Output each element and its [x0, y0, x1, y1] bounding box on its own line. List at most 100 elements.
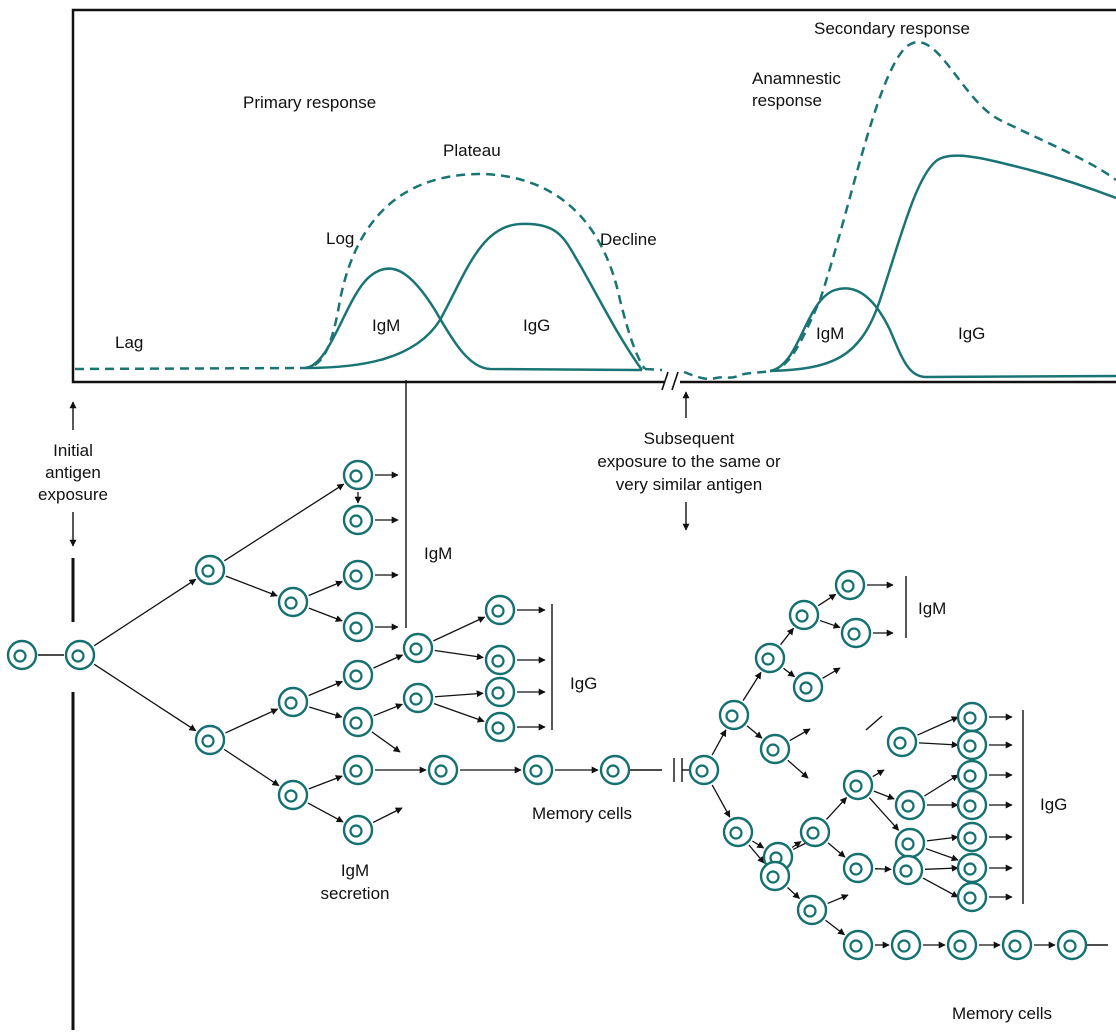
- graph-frame: [71, 8, 1116, 384]
- arrow-icon: [817, 593, 837, 607]
- plasma-cell-icon: [277, 686, 309, 718]
- antibody-brackets: [405, 380, 1024, 904]
- plasma-cell-icon: [788, 599, 820, 631]
- arrow-icon: [742, 671, 762, 701]
- igm-secondary-label: IgM: [816, 324, 844, 343]
- arrow-icon: [223, 748, 280, 787]
- arrow-icon: [371, 731, 401, 753]
- plasma-cell-icon: [842, 929, 874, 961]
- plasma-cell-icon: [277, 779, 309, 811]
- plasma-cell-icon: [956, 759, 988, 791]
- plasma-cell-icon: [342, 559, 374, 591]
- igg-primary-curve: [304, 222, 644, 371]
- plasma-cell-icon: [484, 644, 516, 676]
- arrow-icon: [925, 848, 959, 862]
- secondary-igm-label: IgM: [918, 599, 946, 618]
- plasma-cell-icon: [759, 860, 791, 892]
- plasma-cell-icon: [342, 754, 374, 786]
- cell-population: [6, 459, 1088, 961]
- initial-exposure-line3: exposure: [38, 485, 108, 504]
- igm-secondary-curve: [769, 287, 1116, 379]
- primary-total-dashed-curve: [74, 172, 647, 371]
- arrow-icon: [917, 716, 959, 736]
- arrow-icon: [433, 616, 486, 642]
- plasma-cell-icon: [956, 852, 988, 884]
- plasma-cell-icon: [796, 894, 828, 926]
- plasma-cell-icon: [522, 754, 554, 786]
- subsequent-exposure-marker: Subsequent exposure to the same or very …: [597, 391, 781, 531]
- arrow-icon: [373, 654, 404, 669]
- plasma-cell-icon: [342, 611, 374, 643]
- igm-primary-curve: [304, 267, 643, 372]
- plasma-cell-icon: [834, 569, 866, 601]
- decline-label: Decline: [600, 230, 657, 249]
- arrow-icon: [711, 729, 727, 756]
- arrow-icon: [434, 649, 484, 661]
- arrow-icon: [309, 706, 343, 719]
- arrow-icon: [924, 864, 959, 872]
- plasma-cell-icon: [842, 769, 874, 801]
- arrow-icon: [308, 775, 343, 790]
- plasma-cell-icon: [892, 854, 924, 886]
- anamnestic-label-line1: Anamnestic: [752, 69, 841, 88]
- plasma-cell-icon: [886, 726, 918, 758]
- arrow-icon: [787, 887, 800, 899]
- plateau-label: Plateau: [443, 141, 501, 160]
- lag-label: Lag: [115, 333, 143, 352]
- arrow-icon: [711, 784, 731, 818]
- arrow-icon: [93, 663, 197, 732]
- secondary-total-dashed-curve: [769, 40, 1116, 373]
- anamnestic-label-line2: response: [752, 91, 822, 110]
- plasma-cell-icon: [342, 504, 374, 536]
- secondary-memory-label: Memory cells: [952, 1004, 1052, 1023]
- arrow-icon: [308, 607, 343, 622]
- response-graph: Primary response Plateau Log Decline Lag…: [71, 8, 1116, 391]
- arrow-icon: [825, 797, 848, 820]
- axis-break-icon: [661, 371, 679, 391]
- plasma-cell-icon: [342, 459, 374, 491]
- plasma-cell-icon: [946, 929, 978, 961]
- arrow-icon: [822, 667, 841, 679]
- plasma-cell-icon: [484, 594, 516, 626]
- plasma-cell-icon: [840, 617, 872, 649]
- arrow-icon: [827, 842, 846, 858]
- plasma-cell-icon: [342, 814, 374, 846]
- arrow-icon: [308, 680, 343, 697]
- plasma-cell-icon: [956, 821, 988, 853]
- lineage-arrows: [93, 471, 1056, 949]
- arrow-icon: [308, 580, 343, 597]
- igg-primary-label: IgG: [523, 316, 550, 335]
- arrow-icon: [787, 759, 809, 779]
- arrow-icon: [819, 619, 841, 629]
- plasma-cell-icon: [342, 706, 374, 738]
- igm-secretion-line2: secretion: [321, 884, 390, 903]
- primary-memory-label: Memory cells: [532, 804, 632, 823]
- plasma-cell-icon: [842, 852, 874, 884]
- arrow-icon: [225, 575, 278, 597]
- plasma-cell-icon: [402, 682, 434, 714]
- arrow-icon: [791, 840, 802, 849]
- subsequent-exposure-line3: very similar antigen: [616, 475, 762, 494]
- arrow-icon: [748, 844, 765, 864]
- arrow-icon: [926, 834, 959, 842]
- arrow-icon: [825, 919, 846, 936]
- plasma-cell-icon: [792, 671, 824, 703]
- arrow-icon: [225, 708, 279, 734]
- plasma-cell-icon: [277, 586, 309, 618]
- plasma-cell-icon: [1001, 929, 1033, 961]
- igg-secondary-curve: [769, 154, 1116, 373]
- log-label: Log: [326, 229, 354, 248]
- arrow-icon: [372, 807, 403, 823]
- lineage-lines: [38, 654, 1108, 946]
- plasma-cell-icon: [722, 816, 754, 848]
- arrow-icon: [873, 790, 895, 800]
- plasma-cell-icon: [956, 789, 988, 821]
- interval-dashed-curve: [644, 367, 771, 381]
- connector-line: [865, 715, 883, 731]
- plasma-cell-icon: [194, 554, 226, 586]
- plasma-cell-icon: [1056, 929, 1088, 961]
- subsequent-exposure-line2: exposure to the same or: [597, 452, 781, 471]
- arrow-icon: [872, 769, 885, 778]
- arrow-icon: [434, 690, 484, 698]
